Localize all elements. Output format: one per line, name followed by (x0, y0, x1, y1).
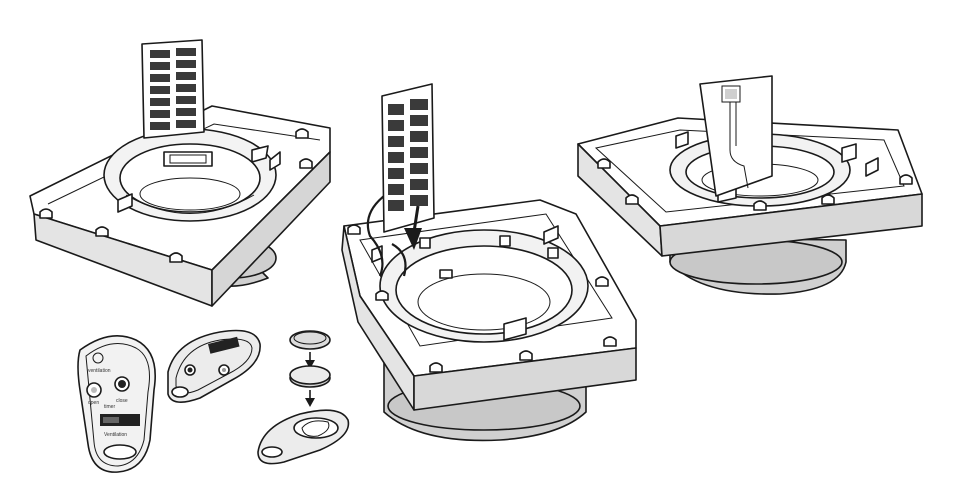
filter-panel-icon (381, 83, 435, 233)
svg-text:open: open (88, 400, 99, 406)
svg-text:timer: timer (104, 404, 115, 410)
svg-text:ventilation: ventilation (88, 368, 111, 374)
arrow-down-icon (404, 205, 422, 250)
filter-panel-icon (141, 39, 205, 139)
coin-battery-icon (289, 330, 331, 350)
housing-unit-left (29, 39, 331, 307)
circuit-board-icon (699, 75, 773, 197)
housing-unit-right (577, 75, 923, 295)
remote-front: ventilation open close timer Ventilation (77, 334, 156, 473)
svg-text:Ventilation: Ventilation (104, 432, 127, 438)
housing-unit-center (341, 83, 637, 442)
remote-back (167, 329, 261, 403)
svg-text:close: close (116, 398, 128, 404)
arrow-down-icon (305, 352, 315, 369)
coin-battery-icon (289, 365, 331, 388)
arrow-down-icon (305, 390, 315, 407)
remote-battery-replacement (257, 330, 350, 465)
